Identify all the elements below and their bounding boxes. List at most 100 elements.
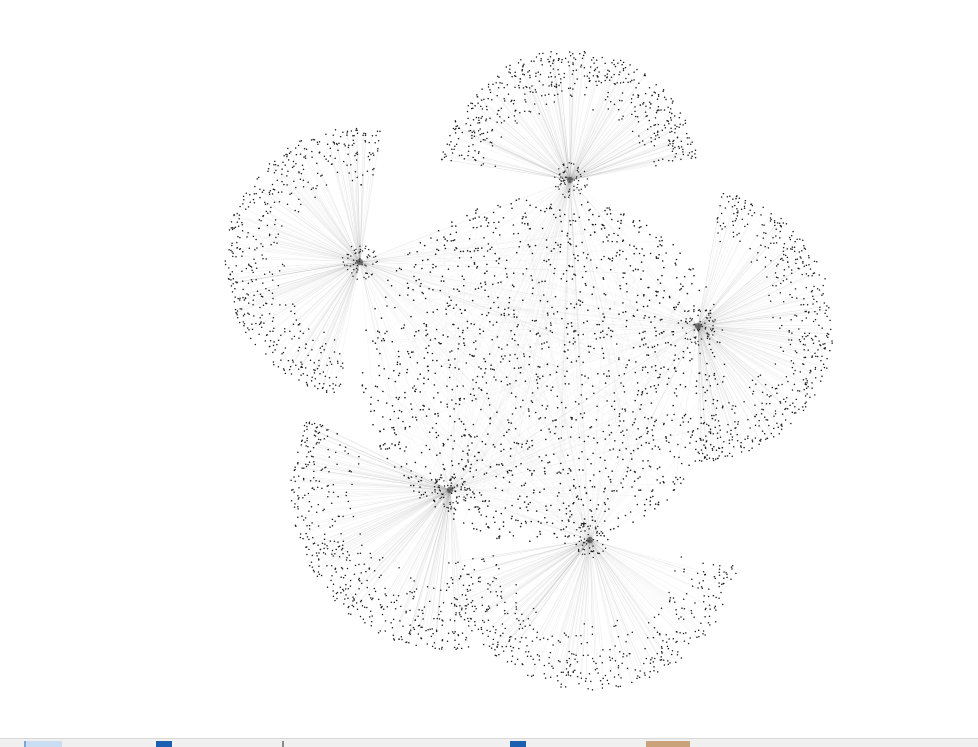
graph-edge (570, 68, 597, 181)
graph-node (816, 313, 818, 315)
graph-node (563, 502, 565, 504)
graph-node (278, 366, 280, 368)
graph-node (347, 254, 348, 255)
graph-node (581, 451, 583, 453)
graph-node (544, 467, 546, 469)
graph-node (474, 135, 476, 137)
graph-node (643, 255, 645, 257)
graph-node (544, 471, 546, 473)
graph-node (468, 146, 470, 148)
graph-node (339, 385, 341, 387)
graph-node (551, 84, 553, 86)
graph-node (700, 311, 701, 312)
graph-node (580, 193, 581, 194)
graph-node (801, 274, 803, 276)
graph-node (673, 148, 675, 150)
graph-node (273, 345, 275, 347)
graph-node (811, 275, 813, 277)
graph-node (374, 588, 376, 590)
graph-node (633, 79, 635, 81)
graph-node (619, 420, 621, 422)
graph-node (544, 342, 546, 344)
graph-node (550, 676, 552, 678)
graph-node (819, 289, 821, 291)
graph-node (580, 394, 582, 396)
graph-node (309, 528, 311, 530)
graph-node (663, 331, 665, 333)
graph-node (655, 117, 657, 119)
graph-node (535, 76, 537, 78)
graph-node (611, 241, 613, 243)
graph-node (608, 370, 610, 372)
graph-node (452, 389, 454, 391)
graph-node (659, 333, 661, 335)
graph-node (379, 445, 381, 447)
graph-node (500, 586, 502, 588)
graph-node (654, 133, 656, 135)
graph-node (769, 396, 771, 398)
graph-node (599, 533, 600, 534)
graph-node (606, 236, 608, 238)
graph-node (571, 96, 573, 98)
graph-node (303, 169, 305, 171)
graph-node (576, 176, 577, 177)
graph-node (253, 258, 255, 260)
graph-node (486, 609, 488, 611)
graph-node (626, 475, 628, 477)
graph-node (765, 233, 767, 235)
graph-node (581, 189, 582, 190)
graph-node (623, 70, 625, 72)
graph-edge (235, 262, 360, 289)
graph-node (792, 389, 794, 391)
graph-node (457, 561, 459, 563)
graph-node (309, 461, 311, 463)
graph-edge (273, 262, 361, 293)
graph-node (297, 508, 299, 510)
graph-node (474, 436, 476, 438)
graph-node (377, 130, 379, 132)
graph-node (472, 157, 474, 159)
graph-node (299, 347, 301, 349)
graph-node (489, 607, 491, 609)
graph-node (449, 144, 451, 146)
graph-node (663, 290, 665, 292)
graph-node (650, 663, 652, 665)
graph-node (473, 611, 475, 613)
graph-node (312, 456, 314, 458)
graph-node (350, 471, 352, 473)
graph-edge (698, 325, 819, 326)
graph-node (553, 101, 555, 103)
graph-node (439, 648, 441, 650)
graph-node (474, 569, 476, 571)
graph-node (772, 387, 774, 389)
graph-node (522, 400, 524, 402)
graph-node (467, 155, 469, 157)
graph-node (626, 326, 628, 328)
graph-node (625, 78, 627, 80)
graph-node (441, 648, 443, 650)
graph-node (560, 686, 562, 688)
graph-node (301, 173, 303, 175)
graph-node (345, 588, 347, 590)
graph-node (518, 85, 520, 87)
graph-node (724, 364, 726, 366)
graph-node (687, 137, 689, 139)
graph-edge (492, 143, 570, 180)
graph-node (569, 162, 570, 163)
graph-node (621, 118, 623, 120)
graph-edge (590, 540, 691, 611)
graph-node (379, 375, 381, 377)
graph-node (334, 351, 336, 353)
graph-node (710, 429, 712, 431)
graph-node (487, 132, 489, 134)
graph-node (705, 328, 706, 329)
graph-node (584, 487, 586, 489)
graph-node (302, 333, 304, 335)
graph-node (503, 650, 505, 652)
graph-node (656, 391, 658, 393)
graph-node (586, 184, 587, 185)
graph-node (819, 309, 821, 311)
graph-node (699, 460, 701, 462)
graph-node (577, 260, 579, 262)
graph-node (583, 322, 585, 324)
